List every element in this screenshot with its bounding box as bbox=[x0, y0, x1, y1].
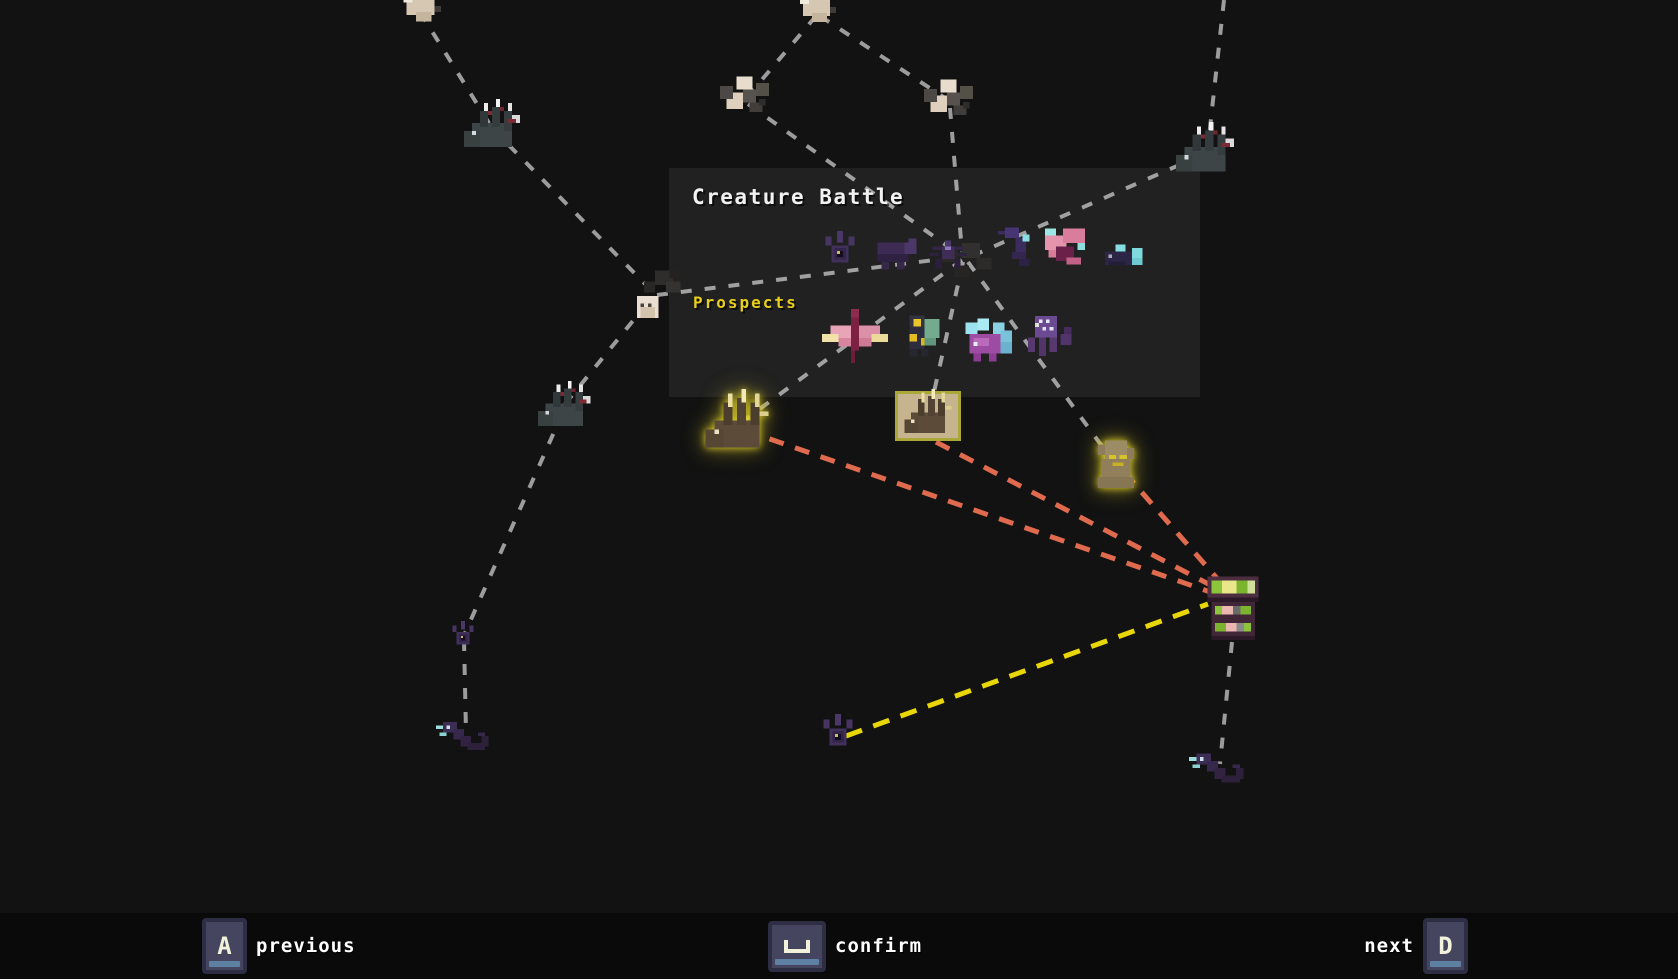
map-node-porcupine-top-left[interactable] bbox=[460, 95, 524, 159]
map-node-eyeball-small[interactable] bbox=[446, 619, 480, 653]
bones-sprite-icon bbox=[924, 79, 973, 115]
map-edge-gray bbox=[746, 102, 962, 257]
prospects-label: Prospects bbox=[693, 293, 798, 312]
panel-title: Creature Battle bbox=[692, 185, 905, 209]
chest-sprite-icon bbox=[1207, 576, 1259, 640]
map-edge-gray bbox=[462, 639, 468, 733]
map-edge-gray bbox=[818, 14, 950, 102]
key-d-icon: D bbox=[1423, 918, 1468, 974]
confirm-button[interactable]: confirm bbox=[768, 913, 922, 979]
map-node-eyeball-current[interactable] bbox=[815, 711, 861, 757]
map-edge-gray bbox=[948, 107, 964, 253]
bone-pile-sprite-icon bbox=[403, 0, 441, 22]
map-node-bone-pile-top-left[interactable] bbox=[397, 0, 447, 37]
map-node-prospect-octopus bbox=[1017, 305, 1075, 363]
map-edge-gray bbox=[656, 255, 959, 297]
map-node-prospect-ghost[interactable] bbox=[1087, 437, 1145, 495]
map-edge-orange bbox=[934, 439, 1222, 593]
next-button[interactable]: next D bbox=[1364, 913, 1468, 979]
map-node-bone-pile-top-center[interactable] bbox=[794, 0, 842, 37]
seahorse-sprite-icon bbox=[998, 227, 1030, 266]
footer-bar: A previous confirm next D bbox=[0, 913, 1678, 979]
eyeball-sprite-icon bbox=[825, 230, 855, 263]
spacebar-glyph-icon bbox=[784, 939, 810, 953]
map-node-porcupine-top-right[interactable] bbox=[1172, 118, 1238, 184]
keycap-stripe bbox=[1430, 961, 1461, 967]
map-node-bones-right[interactable] bbox=[924, 76, 976, 128]
map-node-serpent-right[interactable] bbox=[1189, 739, 1247, 797]
map-node-battle-turtle bbox=[862, 223, 924, 285]
porcupine-brown-sprite-icon bbox=[904, 389, 952, 433]
map-node-battle-fish bbox=[1095, 231, 1149, 285]
next-label: next bbox=[1364, 935, 1414, 957]
map-node-battle-spider bbox=[923, 231, 973, 281]
map-node-porcupine-left[interactable] bbox=[534, 377, 594, 437]
map-node-prospect-dragonfly bbox=[822, 305, 888, 371]
moth-pink-sprite-icon bbox=[1044, 228, 1085, 265]
key-a-icon: A bbox=[202, 918, 247, 974]
keycap-stripe bbox=[775, 958, 819, 965]
bones-sprite-icon bbox=[720, 76, 769, 112]
map-edge-yellow bbox=[845, 601, 1209, 739]
map-node-prospect-porcupine-selected[interactable] bbox=[895, 389, 961, 441]
previous-button[interactable]: A previous bbox=[202, 913, 356, 979]
serpent-sprite-icon bbox=[1189, 753, 1244, 783]
ghost-sprite-icon bbox=[1097, 440, 1135, 488]
map-node-prospect-porcupine-glow[interactable] bbox=[701, 389, 773, 461]
serpent-sprite-icon bbox=[436, 722, 489, 750]
keycap-stripe bbox=[209, 961, 240, 967]
porcupine-dark-sprite-icon bbox=[1176, 122, 1234, 172]
map-edge-gray bbox=[928, 261, 965, 411]
porcupine-dark-sprite-icon bbox=[464, 99, 520, 147]
fish-sprite-icon bbox=[1105, 244, 1143, 265]
map-node-reward-chest[interactable] bbox=[1204, 572, 1262, 640]
map-node-prospect-moth-man bbox=[887, 304, 947, 364]
porcupine-brown-sprite-icon bbox=[705, 389, 769, 448]
octopus-sprite-icon bbox=[1027, 315, 1072, 356]
creature-battle-panel: Creature Battle Prospects bbox=[669, 168, 1200, 397]
previous-label: previous bbox=[256, 935, 356, 957]
moth-man-sprite-icon bbox=[909, 315, 940, 357]
map-edge-gray bbox=[746, 14, 818, 98]
map-edge-gray bbox=[1218, 641, 1234, 765]
map-node-prospect-axolotl bbox=[954, 307, 1016, 369]
map-node-serpent-left[interactable] bbox=[436, 708, 492, 764]
porcupine-dark-sprite-icon bbox=[537, 380, 591, 426]
bone-pile-sprite-icon bbox=[800, 0, 836, 22]
map-edge-gray bbox=[971, 153, 1203, 258]
map-node-skull-smoke[interactable] bbox=[626, 267, 684, 325]
dragonfly-sprite-icon bbox=[822, 309, 888, 363]
map-edge-gray bbox=[463, 411, 565, 634]
skull-smoke-sprite-icon bbox=[636, 270, 681, 318]
map-edge-gray bbox=[1206, 0, 1226, 147]
eyeball-sprite-icon bbox=[452, 621, 474, 645]
eyeball-sprite-icon bbox=[823, 713, 853, 746]
map-node-battle-seahorse bbox=[984, 224, 1040, 280]
map-node-battle-moth-pink bbox=[1034, 221, 1092, 279]
key-space-icon bbox=[768, 920, 826, 972]
map-node-battle-eyeball bbox=[817, 228, 863, 274]
map-edge-gray bbox=[966, 260, 1114, 462]
axolotl-sprite-icon bbox=[965, 318, 1013, 362]
turtle-sprite-icon bbox=[877, 238, 917, 270]
map-node-bones-left[interactable] bbox=[720, 73, 772, 125]
confirm-label: confirm bbox=[835, 935, 923, 957]
spider-sprite-icon bbox=[929, 240, 967, 269]
key-d-letter: D bbox=[1438, 932, 1453, 960]
key-a-letter: A bbox=[217, 932, 232, 960]
map-edge-orange bbox=[743, 427, 1217, 597]
